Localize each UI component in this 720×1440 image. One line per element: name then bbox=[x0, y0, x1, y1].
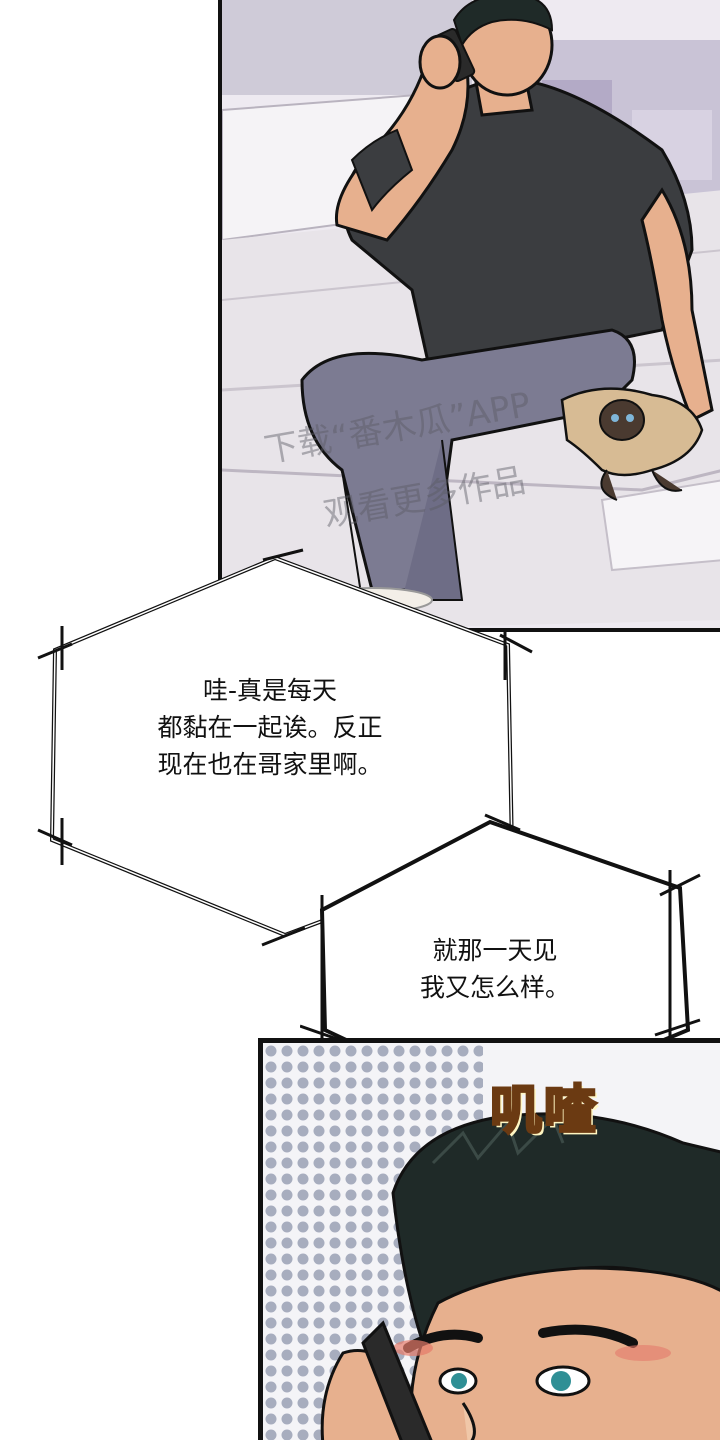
bubble-2-line-1: 就那一天见 bbox=[432, 936, 558, 965]
bubble-1-line-1: 哇-真是每天 bbox=[202, 676, 338, 705]
panel-top-art bbox=[222, 0, 720, 628]
comic-panel-bottom bbox=[258, 1038, 720, 1440]
bubble-1-line-2: 都黏在一起诶。反正 bbox=[157, 713, 383, 742]
speech-bubble-2: 就那一天见 我又怎么样。 bbox=[390, 932, 600, 1006]
speech-bubble-1-outline bbox=[37, 548, 533, 947]
speech-bubble-1: 哇-真是每天 都黏在一起诶。反正 现在也在哥家里啊。 bbox=[120, 672, 420, 783]
bubble-1-line-3: 现在也在哥家里啊。 bbox=[157, 750, 383, 779]
panel-bottom-art bbox=[263, 1043, 720, 1440]
bubble-2-line-2: 我又怎么样。 bbox=[419, 973, 570, 1002]
comic-panel-top: 下载“番木瓜”APP 观看更多作品 bbox=[218, 0, 720, 632]
sound-effect-text: 叽喳 bbox=[488, 1080, 599, 1143]
